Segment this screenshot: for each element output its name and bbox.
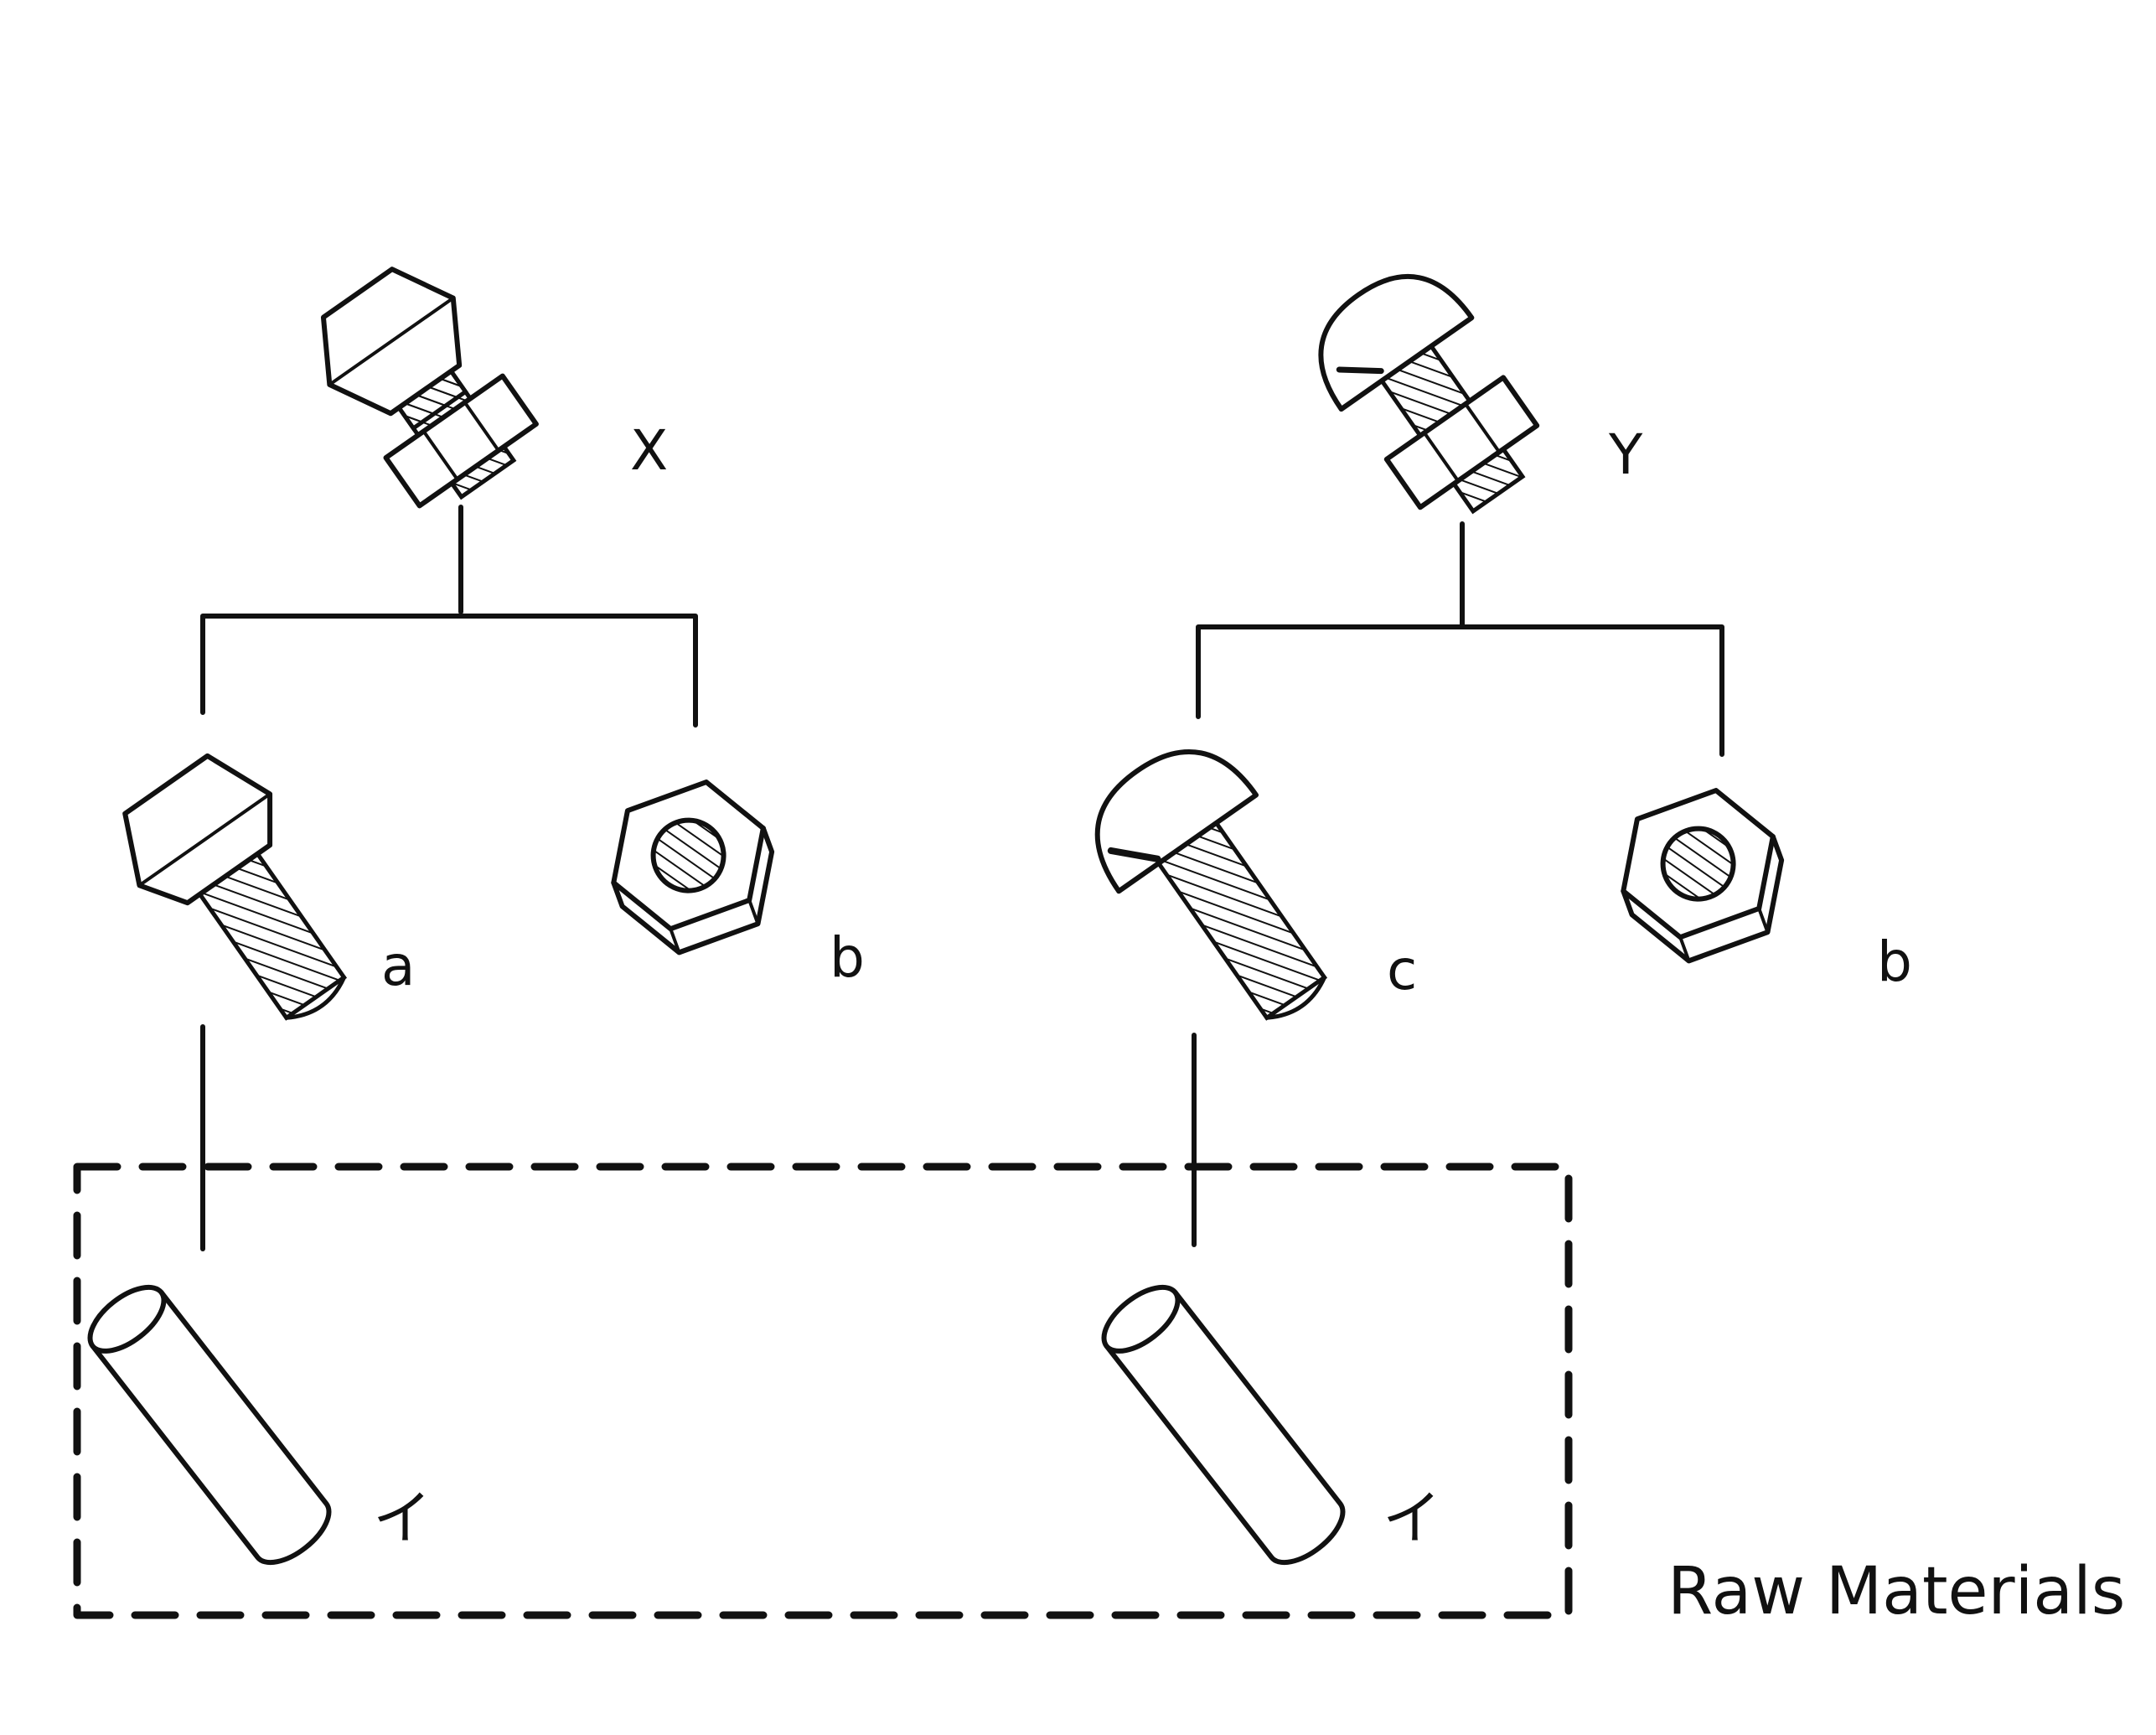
assembly-y-label: Y: [1608, 422, 1643, 487]
part-b-label-right: b: [1877, 930, 1912, 994]
material-label-left: イ: [373, 1484, 432, 1552]
round-head-screw-with-nut-assembly-icon: [1318, 274, 1540, 515]
material-label-right: イ: [1383, 1484, 1441, 1552]
tree-connectors: [200, 505, 1724, 1251]
part-a-label: a: [381, 934, 415, 998]
part-b-label-left: b: [830, 925, 865, 990]
hex-nut-icon: [1621, 788, 1785, 964]
part-c-label: c: [1387, 938, 1417, 1002]
assembly-x-label: X: [630, 418, 668, 483]
cylinder-rod-icon: [87, 1284, 332, 1566]
round-head-screw-icon: [1094, 749, 1328, 1021]
raw-materials-caption: Raw Materials: [1667, 1554, 2125, 1629]
connector-x-bracket: [200, 614, 698, 728]
cylinder-rod-icon: [1101, 1284, 1346, 1566]
hex-nut-icon: [611, 779, 775, 956]
hex-bolt-with-nut-assembly-icon: [320, 267, 539, 509]
hex-bolt-icon: [122, 753, 348, 1021]
connector-y-bracket: [1196, 624, 1724, 757]
raw-materials-group-box: [73, 1163, 1573, 1619]
